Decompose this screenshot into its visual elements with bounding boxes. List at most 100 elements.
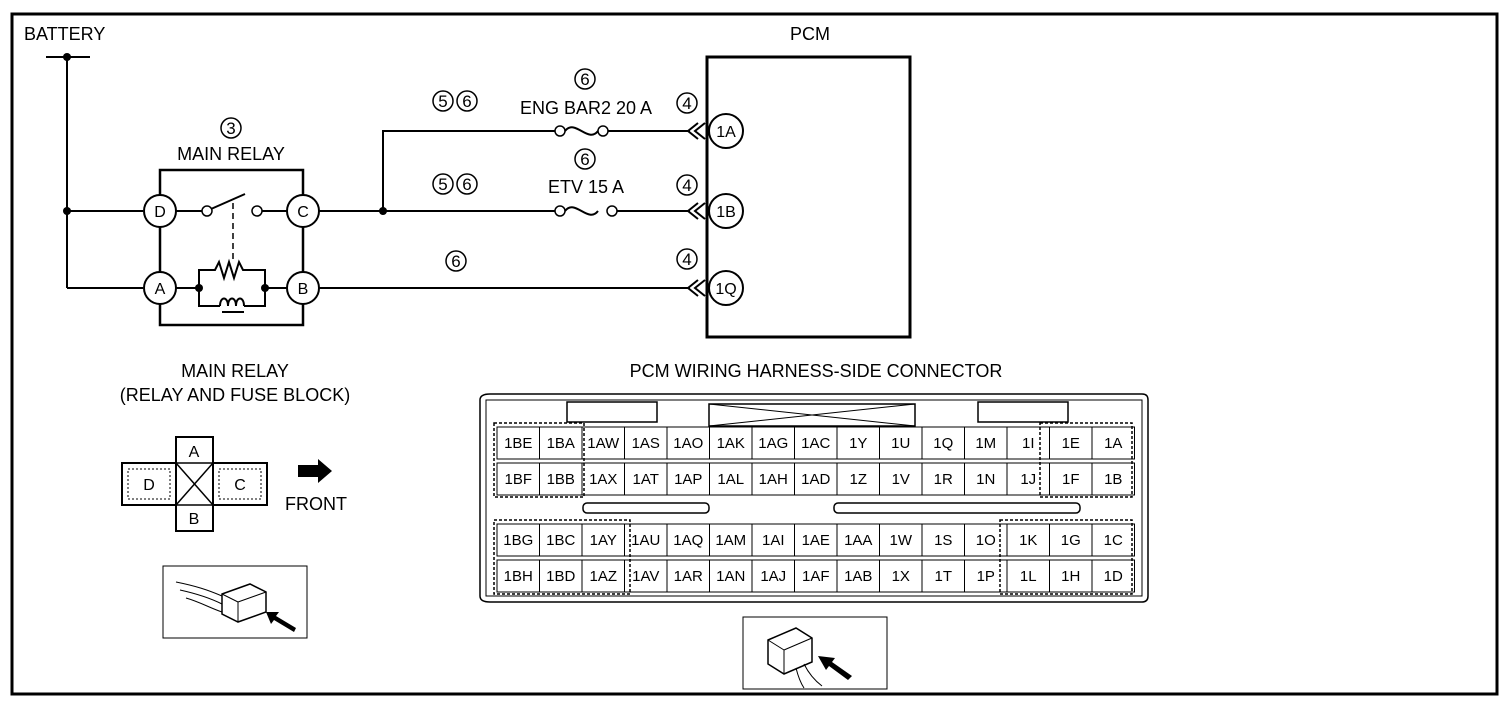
connector-pin-label: 1AK bbox=[717, 435, 745, 452]
callout-6: 6 bbox=[574, 68, 596, 90]
connector-pin-label: 1AD bbox=[801, 471, 830, 488]
connector-cell bbox=[496, 462, 540, 496]
connector-pin-label: 1BC bbox=[546, 532, 575, 549]
connector-cell bbox=[666, 462, 710, 496]
connector-pin-label: 1G bbox=[1061, 532, 1081, 549]
connector-pin-label: 1BD bbox=[546, 568, 575, 585]
connector-pin-label: 1AL bbox=[717, 471, 744, 488]
connector-pin-label: 1N bbox=[976, 471, 995, 488]
connector-pin-label: 1AV bbox=[632, 568, 659, 585]
callout-3: 3 bbox=[220, 117, 242, 139]
connector-cell bbox=[921, 462, 965, 496]
connector-cell bbox=[921, 426, 965, 460]
connector-chevron-icon bbox=[686, 279, 706, 297]
fuse-eng-bar2-label: ENG BAR2 20 A bbox=[520, 98, 652, 118]
connector-cell bbox=[879, 426, 923, 460]
connector-cell bbox=[1006, 462, 1050, 496]
connector-cell bbox=[794, 559, 838, 593]
connector-cell bbox=[1006, 426, 1050, 460]
connector-cell bbox=[539, 559, 583, 593]
relay-connector-pin-b: B bbox=[189, 511, 200, 528]
connector-pin-label: 1I bbox=[1022, 435, 1035, 452]
connector-pin-label: 1AX bbox=[589, 471, 617, 488]
svg-text:1Q: 1Q bbox=[715, 281, 736, 298]
connector-pin-label: 1P bbox=[977, 568, 995, 585]
connector-pin-label: 1X bbox=[892, 568, 910, 585]
connector-pin-label: 1A bbox=[1104, 435, 1122, 452]
svg-text:4: 4 bbox=[682, 176, 691, 195]
callout-6: 6 bbox=[456, 90, 478, 112]
pcm-pin-1q: 1Q bbox=[708, 270, 744, 306]
connector-pin-label: 1AU bbox=[631, 532, 660, 549]
connector-pin-label: 1BH bbox=[504, 568, 533, 585]
connector-cell bbox=[581, 462, 625, 496]
fuse-eng-bar2 bbox=[554, 125, 690, 137]
relay-connector-face bbox=[121, 436, 268, 532]
connector-pin-label: 1AI bbox=[762, 532, 785, 549]
connector-title: PCM WIRING HARNESS-SIDE CONNECTOR bbox=[630, 361, 1003, 381]
connector-cell bbox=[1091, 462, 1135, 496]
relay-coil-symbol bbox=[176, 258, 287, 313]
connector-chevron-icon bbox=[686, 202, 706, 220]
callout-4: 4 bbox=[676, 92, 698, 114]
callout-5: 5 bbox=[432, 173, 454, 195]
relay-connector-pin-a: A bbox=[189, 444, 200, 461]
connector-pin-label: 1L bbox=[1020, 568, 1037, 585]
connector-cell bbox=[624, 426, 668, 460]
connector-pin-label: 1AQ bbox=[673, 532, 703, 549]
connector-cell bbox=[1091, 559, 1135, 593]
callout-6: 6 bbox=[574, 148, 596, 170]
connector-pin-label: 1T bbox=[934, 568, 952, 585]
connector-cell bbox=[581, 426, 625, 460]
relay-pin-b: B bbox=[286, 271, 320, 305]
pcm-pin-1b: 1B bbox=[708, 193, 744, 229]
connector-cell bbox=[709, 426, 753, 460]
connector-cell bbox=[1049, 426, 1093, 460]
svg-text:A: A bbox=[155, 281, 166, 298]
connector-pin-label: 1Y bbox=[849, 435, 867, 452]
connector-cell bbox=[581, 523, 625, 557]
main-relay-label: MAIN RELAY bbox=[177, 144, 285, 164]
callout-6: 6 bbox=[445, 250, 467, 272]
connector-pin-label: 1S bbox=[934, 532, 952, 549]
svg-text:C: C bbox=[297, 204, 309, 221]
connector-cell bbox=[879, 462, 923, 496]
connector-pin-label: 1C bbox=[1104, 532, 1123, 549]
relay-connector-pin-c: C bbox=[234, 477, 246, 494]
connector-chevron-icon bbox=[686, 122, 706, 140]
connector-cell bbox=[666, 559, 710, 593]
connector-pin-label: 1AW bbox=[587, 435, 620, 452]
relay-connector-pin-d: D bbox=[143, 477, 155, 494]
connector-pin-label: 1BE bbox=[504, 435, 532, 452]
svg-text:5: 5 bbox=[438, 92, 447, 111]
callout-5: 5 bbox=[432, 90, 454, 112]
connector-pin-label: 1BA bbox=[547, 435, 575, 452]
connector-pin-label: 1AS bbox=[632, 435, 660, 452]
connector-cell bbox=[1049, 523, 1093, 557]
connector-cell bbox=[1091, 523, 1135, 557]
connector-cell bbox=[624, 559, 668, 593]
connector-pin-label: 1AY bbox=[590, 532, 617, 549]
callout-4: 4 bbox=[676, 248, 698, 270]
diagram-border bbox=[10, 12, 1499, 696]
relay-switch-symbol bbox=[176, 193, 287, 262]
connector-pin-label: 1BB bbox=[547, 471, 575, 488]
connector-cell bbox=[496, 426, 540, 460]
relay-pin-a: A bbox=[143, 271, 177, 305]
pcm-box bbox=[705, 55, 912, 339]
connector-cell bbox=[751, 559, 795, 593]
wire-to-1a bbox=[382, 130, 555, 211]
connector-pin-label: 1AM bbox=[715, 532, 746, 549]
svg-text:B: B bbox=[298, 281, 309, 298]
connector-pin-label: 1AG bbox=[758, 435, 788, 452]
svg-text:6: 6 bbox=[462, 92, 471, 111]
connector-pin-label: 1D bbox=[1104, 568, 1123, 585]
front-arrow-icon bbox=[298, 459, 332, 483]
connector-pin-label: 1O bbox=[976, 532, 996, 549]
connector-cell bbox=[1049, 559, 1093, 593]
relay-block-caption: (RELAY AND FUSE BLOCK) bbox=[120, 385, 350, 405]
connector-pin-label: 1BG bbox=[503, 532, 533, 549]
pcm-connector-illustration bbox=[742, 616, 888, 690]
connector-pin-label: 1Q bbox=[933, 435, 953, 452]
